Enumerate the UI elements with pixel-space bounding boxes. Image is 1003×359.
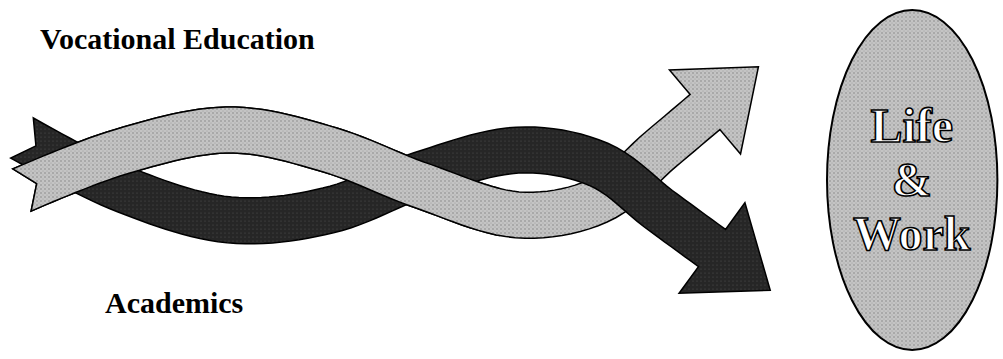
arrow-label: Vocational Education	[40, 22, 315, 55]
vocational-arrow-twist	[13, 67, 500, 238]
node-text: Life & Work	[853, 99, 970, 260]
ellipse-shape	[827, 10, 997, 350]
ellipse-node: Life & Work	[825, 8, 999, 352]
arrow-label: Academics	[105, 286, 243, 319]
